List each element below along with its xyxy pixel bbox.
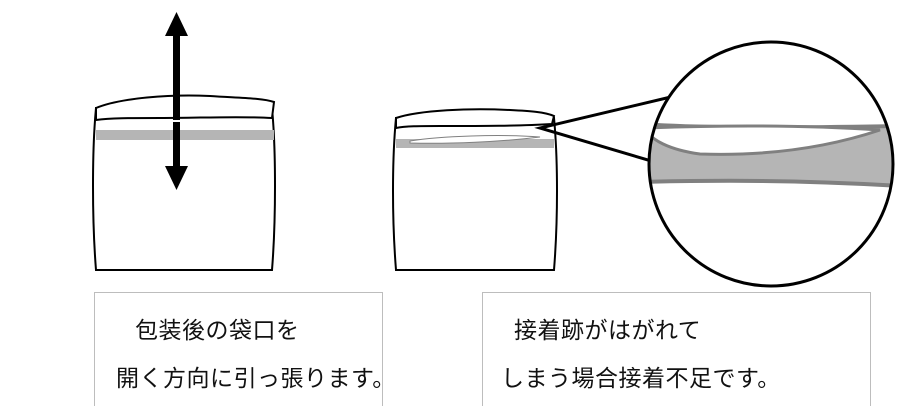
bag-left-body <box>92 107 276 271</box>
bag-left <box>92 94 276 271</box>
seal-band-left <box>96 130 274 140</box>
caption-right-line2: しまう場合接着不足です。 <box>501 366 781 392</box>
caption-right-line1: 接着跡がはがれて <box>514 318 702 344</box>
seal-gap-right <box>409 135 541 144</box>
caption-box-left: 包装後の袋口を 開く方向に引っ張ります。 <box>94 292 395 406</box>
magnified-seal-gap <box>649 124 881 156</box>
caption-left-line2: 開く方向に引っ張ります。 <box>116 366 396 392</box>
bag-right-top-flap <box>395 108 556 130</box>
caption-left-line1: 包装後の袋口を <box>135 318 300 344</box>
callout-pointer <box>534 94 676 170</box>
bag-right <box>392 108 558 271</box>
bag-left-top-flap <box>95 94 276 122</box>
seal-band-right <box>396 139 554 148</box>
caption-box-right: 接着跡がはがれて しまう場合接着不足です。 <box>482 292 871 406</box>
magnifier-circle-icon <box>647 40 895 288</box>
bag-right-body <box>392 117 558 271</box>
double-vertical-arrow-icon <box>165 12 188 190</box>
